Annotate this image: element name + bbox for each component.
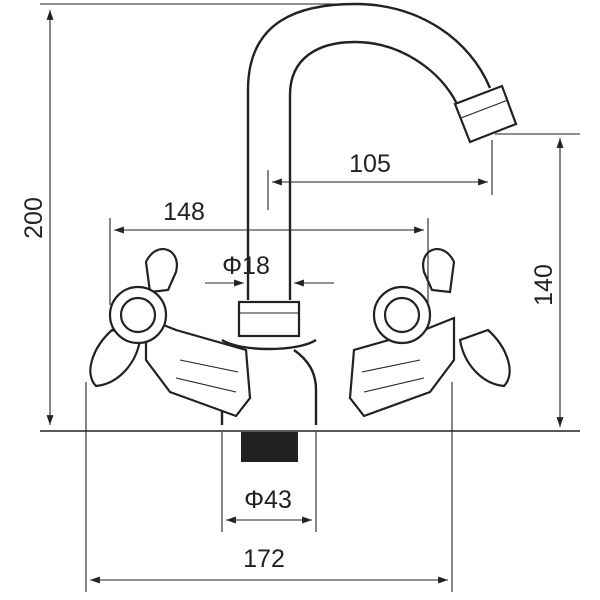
center-collar bbox=[237, 300, 301, 338]
dimension-handle-span: 148 bbox=[109, 198, 429, 305]
dimension-spout-height: 140 bbox=[495, 133, 580, 427]
left-lever-bottom bbox=[89, 328, 142, 388]
center-body bbox=[221, 338, 317, 351]
spout-neck-inner bbox=[288, 40, 459, 300]
dimension-spout-diameter: Φ18 bbox=[205, 252, 334, 287]
faucet-body bbox=[40, 2, 580, 462]
spout-diameter-label: Φ18 bbox=[222, 252, 270, 280]
left-handle bbox=[89, 248, 252, 418]
overall-width-label: 172 bbox=[243, 545, 285, 573]
right-lever-bottom bbox=[458, 328, 511, 388]
overall-height-label: 200 bbox=[20, 197, 48, 239]
spout-height-label: 140 bbox=[530, 264, 558, 306]
threaded-shank bbox=[241, 432, 298, 462]
dimension-overall-height: 200 bbox=[20, 3, 350, 425]
base-diameter-label: Φ43 bbox=[244, 486, 292, 514]
right-handle-cap bbox=[383, 296, 421, 334]
spout-aerator bbox=[453, 84, 518, 144]
left-lever-top bbox=[144, 248, 178, 294]
spout-neck bbox=[246, 2, 492, 300]
dimension-base-diameter: Φ43 bbox=[221, 432, 317, 532]
handle-span-label: 148 bbox=[163, 198, 205, 226]
right-handle bbox=[348, 248, 511, 418]
dimension-overall-width: 172 bbox=[85, 382, 453, 592]
left-handle-cap bbox=[119, 296, 157, 334]
left-handle-arm bbox=[144, 316, 252, 418]
spout-reach-label: 105 bbox=[349, 150, 391, 178]
right-lever-top bbox=[422, 248, 456, 294]
dimension-spout-reach: 105 bbox=[267, 140, 493, 210]
